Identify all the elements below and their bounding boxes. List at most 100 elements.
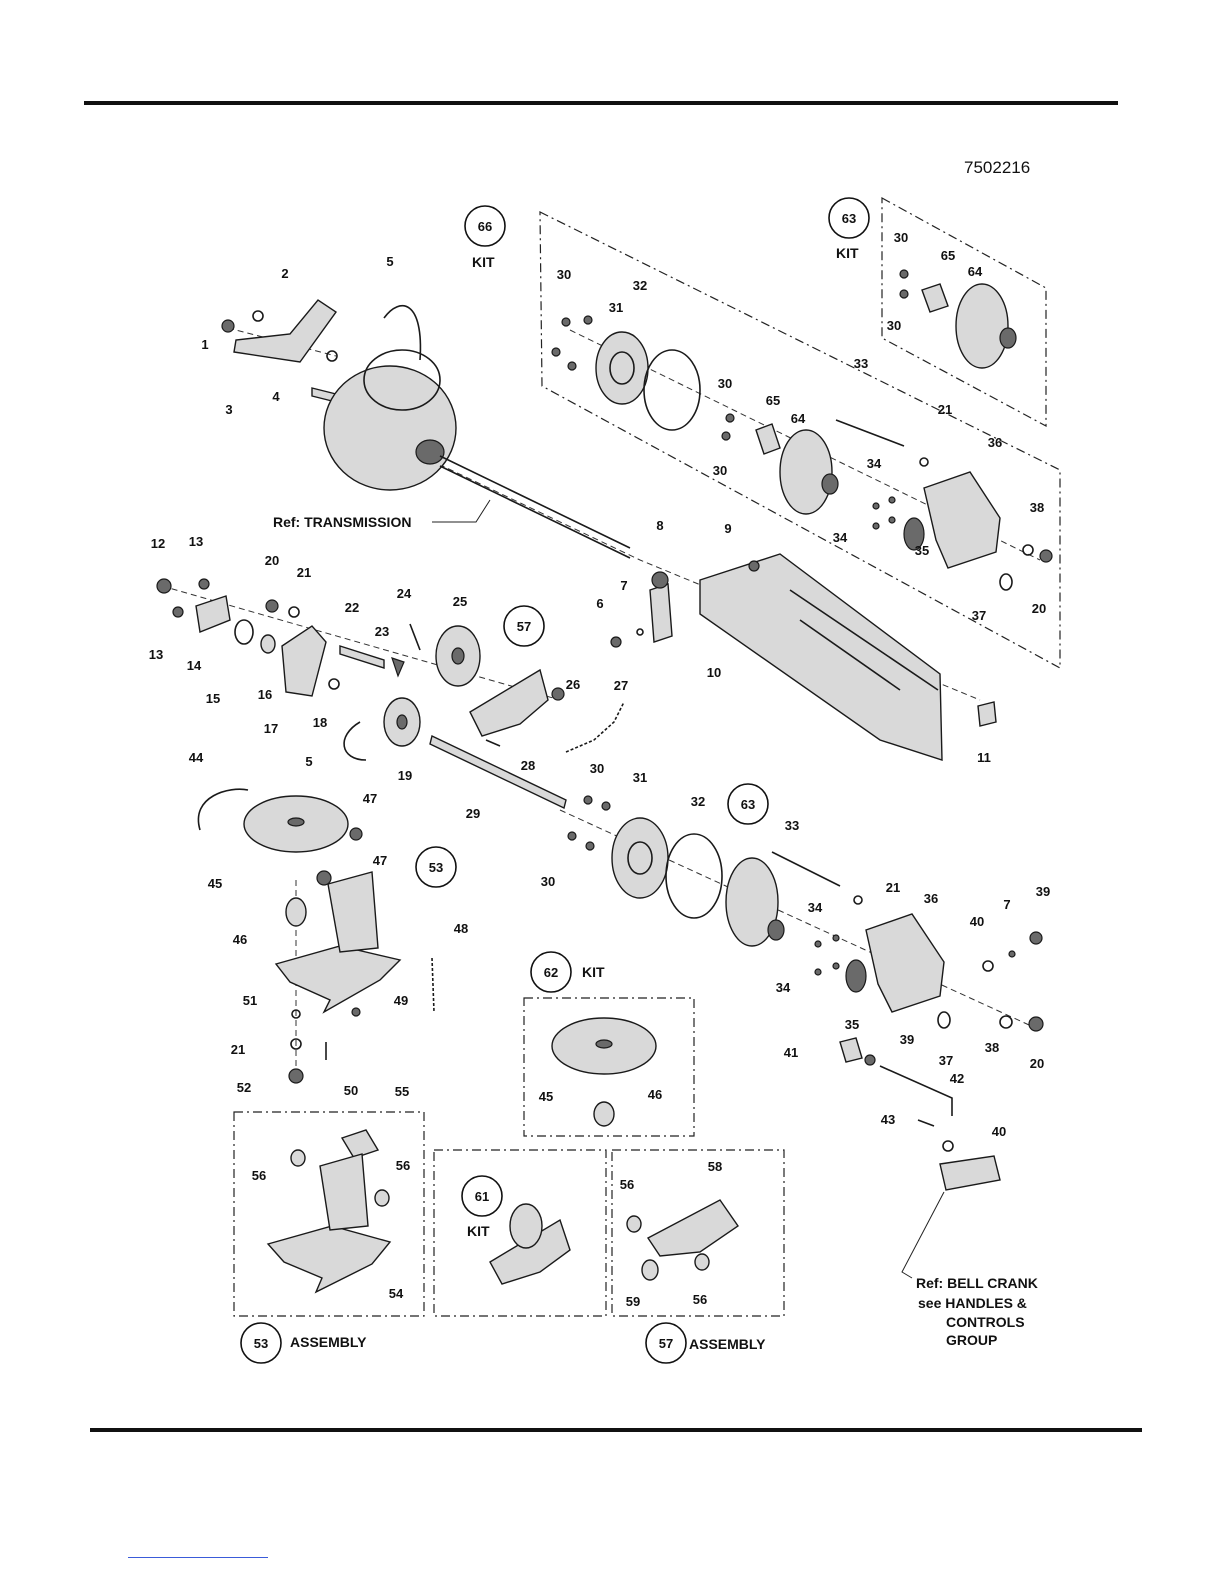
bearing-part-35 xyxy=(903,517,925,551)
part-callout: 1 xyxy=(201,337,208,352)
reference-number: 53 xyxy=(254,1336,268,1351)
pulley-bracket-group xyxy=(197,788,435,1084)
belt-part-5-top xyxy=(383,304,422,361)
bracket-part-3 xyxy=(233,299,337,363)
ref-transmission-label: Ref: TRANSMISSION xyxy=(273,514,411,530)
cover-part-36 xyxy=(923,471,1001,569)
hub-part-64-top xyxy=(955,283,1009,369)
clip-part-11 xyxy=(977,701,997,727)
reference-number: 63 xyxy=(842,211,856,226)
reference-circle xyxy=(727,783,769,825)
bottom-rule xyxy=(90,1428,1142,1432)
top-rule xyxy=(84,101,1118,105)
part-callout: 47 xyxy=(363,791,377,806)
part-callout: 15 xyxy=(206,691,220,706)
bolt-part-24 xyxy=(409,623,421,651)
reference-number: 53 xyxy=(429,860,443,875)
part-callout: 33 xyxy=(854,356,868,371)
ring-part-32 xyxy=(643,349,701,431)
lower-axle-group xyxy=(567,795,1044,1279)
left-pulley-group xyxy=(156,578,625,810)
part-callout: 50 xyxy=(344,1083,358,1098)
part-callout: 31 xyxy=(609,300,623,315)
reference-number: 62 xyxy=(544,965,558,980)
reference-number: 63 xyxy=(741,797,755,812)
bracket-part-8 xyxy=(649,583,673,643)
part-callout: 37 xyxy=(939,1053,953,1068)
part-callout: 30 xyxy=(590,761,604,776)
part-callout: 47 xyxy=(373,853,387,868)
bolt-part-1 xyxy=(221,319,235,333)
ref-bell-crank-line4: GROUP xyxy=(946,1332,997,1348)
part-callout: 21 xyxy=(886,880,900,895)
ring-part-32-lower xyxy=(665,833,723,919)
spacer-part-65-top xyxy=(921,283,949,313)
part-callout: 26 xyxy=(566,677,580,692)
rod-part-33-lower xyxy=(771,851,841,887)
part-callout: 22 xyxy=(345,600,359,615)
part-callout: 39 xyxy=(1036,884,1050,899)
part-callout: 19 xyxy=(398,768,412,783)
kit-62-contents xyxy=(551,1017,657,1127)
part-callout: 56 xyxy=(252,1168,266,1183)
shaft-part-22 xyxy=(339,645,385,669)
part-callout: 40 xyxy=(970,914,984,929)
part-callout: 32 xyxy=(691,794,705,809)
reference-circle xyxy=(828,197,870,239)
circled-reference: 62 KIT xyxy=(530,951,605,993)
reference-circle xyxy=(645,1322,687,1364)
part-callout: 5 xyxy=(305,754,312,769)
reference-label: KIT xyxy=(836,245,859,261)
part-callout: 12 xyxy=(151,536,165,551)
bearing-part-35-lower xyxy=(845,959,867,993)
part-callout: 20 xyxy=(1032,601,1046,616)
reference-circle xyxy=(240,1322,282,1364)
bracket-part-17 xyxy=(281,625,327,697)
part-callout: 29 xyxy=(466,806,480,821)
reference-number: 61 xyxy=(475,1189,489,1204)
part-callout: 41 xyxy=(784,1045,798,1060)
part-callout: 65 xyxy=(941,248,955,263)
part-callout: 34 xyxy=(808,900,823,915)
reference-label: KIT xyxy=(582,964,605,980)
part-callout: 21 xyxy=(231,1042,245,1057)
part-callout: 45 xyxy=(208,876,222,891)
circled-reference: 57 xyxy=(503,605,545,647)
part-callout: 30 xyxy=(887,318,901,333)
pin-part-41 xyxy=(839,1037,863,1063)
part-callout: 54 xyxy=(389,1286,404,1301)
part-callout: 44 xyxy=(189,750,204,765)
part-callout: 13 xyxy=(189,534,203,549)
part-callout: 56 xyxy=(693,1292,707,1307)
kit-61-contents xyxy=(489,1203,571,1285)
kit-66-boundary xyxy=(539,211,1061,670)
bell-crank-ref: Ref: BELL CRANK see HANDLES & CONTROLS G… xyxy=(916,1275,1038,1348)
part-callout: 46 xyxy=(233,932,247,947)
reference-number: 66 xyxy=(478,219,492,234)
part-callout: 32 xyxy=(633,278,647,293)
part-callout: 30 xyxy=(718,376,732,391)
part-callout: 30 xyxy=(557,267,571,282)
rod-part-42 xyxy=(879,1065,953,1116)
belt-part-5-bottom xyxy=(343,721,367,761)
part-callout: 56 xyxy=(396,1158,410,1173)
axle-shaft xyxy=(439,455,631,549)
reference-circle xyxy=(464,205,506,247)
part-callout: 59 xyxy=(626,1294,640,1309)
part-callout: 18 xyxy=(313,715,327,730)
reference-label: KIT xyxy=(467,1223,490,1239)
part-callout: 20 xyxy=(265,553,279,568)
part-callout: 7 xyxy=(620,578,627,593)
assembly-57-contents xyxy=(626,1199,739,1281)
reference-number: 57 xyxy=(517,619,531,634)
spring-part-27 xyxy=(565,701,625,753)
part-callout: 23 xyxy=(375,624,389,639)
part-callout: 30 xyxy=(894,230,908,245)
part-callout: 64 xyxy=(791,411,806,426)
